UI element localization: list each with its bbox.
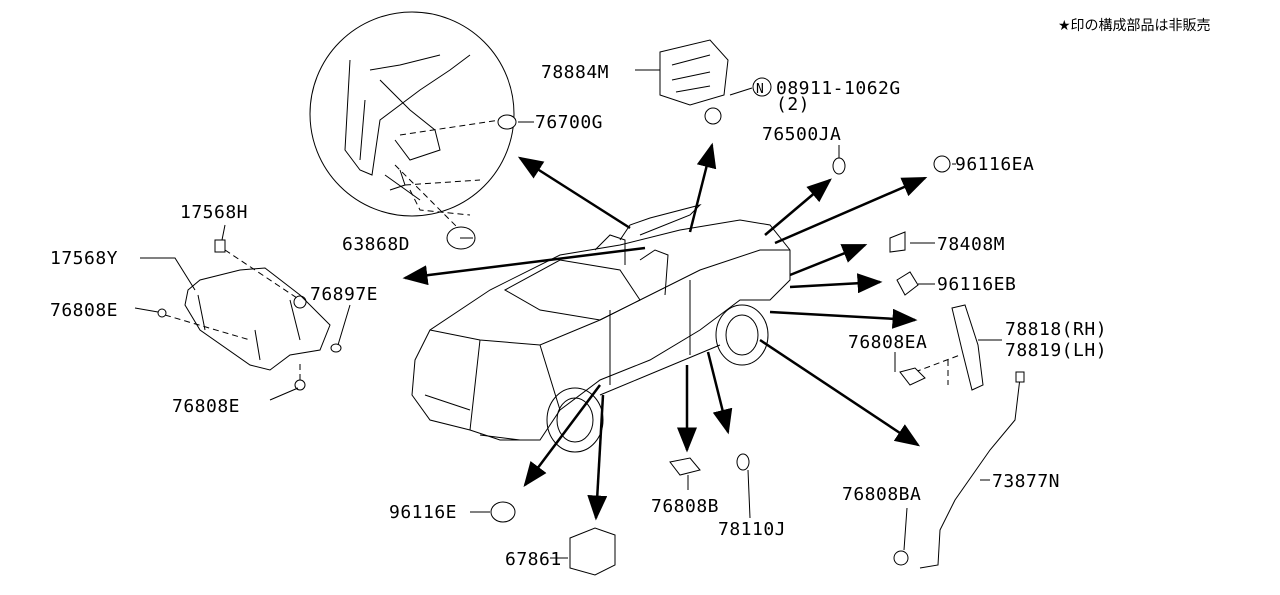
label-73877N: 73877N	[992, 471, 1060, 492]
label-78818-rh: 78818(RH)	[1005, 319, 1107, 340]
n-symbol-icon	[752, 77, 772, 97]
part-shapes	[446, 39, 1025, 576]
label-08911-qty: (2)	[776, 94, 810, 115]
car-illustration	[411, 204, 791, 453]
label-78884M: 78884M	[541, 62, 609, 83]
arrows	[402, 142, 928, 521]
detail-circle-rear-pillar	[309, 11, 515, 231]
label-96116EA: 96116EA	[955, 154, 1034, 175]
heat-shield-illustration	[157, 239, 342, 391]
label-08911-1062G: 08911-1062G	[776, 78, 901, 99]
label-17568Y: 17568Y	[50, 248, 118, 269]
label-78408M: 78408M	[937, 234, 1005, 255]
label-63868D: 63868D	[342, 234, 410, 255]
label-78819-lh: 78819(LH)	[1005, 340, 1107, 361]
label-76808EA: 76808EA	[848, 332, 927, 353]
label-96116EB: 96116EB	[937, 274, 1016, 295]
label-76897E: 76897E	[310, 284, 378, 305]
leader-lines	[134, 69, 1002, 559]
n-symbol-text: N	[756, 82, 764, 97]
part-78884M-shape	[659, 39, 729, 106]
label-78110J: 78110J	[718, 519, 786, 540]
part-labels: 78884M N 08911-1062G (2) 76700G 76500JA …	[50, 62, 1107, 570]
label-76500JA: 76500JA	[762, 124, 841, 145]
label-76808BA: 76808BA	[842, 484, 921, 505]
label-67861: 67861	[505, 549, 562, 570]
label-76808E-lower: 76808E	[172, 396, 240, 417]
label-17568H: 17568H	[180, 202, 248, 223]
label-76700G: 76700G	[535, 112, 603, 133]
label-96116E: 96116E	[389, 502, 457, 523]
label-76808E-upper: 76808E	[50, 300, 118, 321]
non-sale-note: ★印の構成部品は非販売	[1058, 18, 1211, 34]
label-76808B: 76808B	[651, 496, 719, 517]
